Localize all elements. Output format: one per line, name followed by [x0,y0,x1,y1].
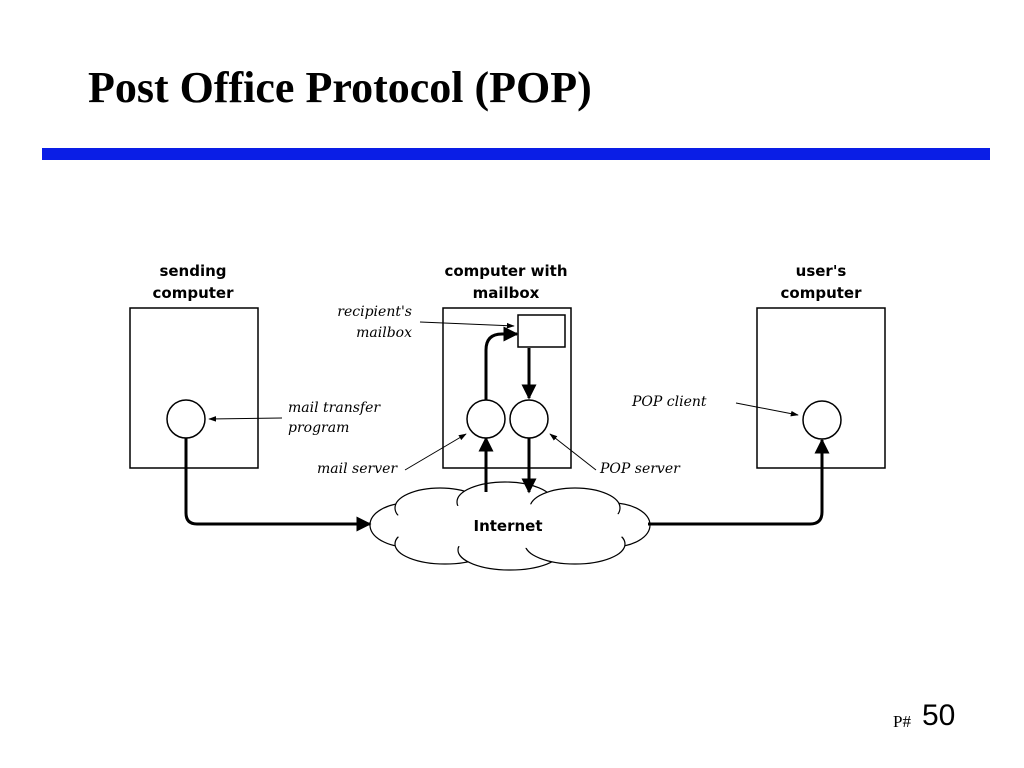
sending-computer-label: sending [159,262,226,280]
sending-computer-label-2: computer [153,284,235,302]
pointer-mail-server [404,433,467,471]
mail-transfer-program-circle [166,399,206,439]
pop-server-label: POP server [599,461,681,477]
mail-server-label: mail server [317,461,398,477]
recipients-mailbox-box [517,314,566,348]
mailbox-computer-box [442,307,572,469]
path-internet-to-pop-client [648,438,830,526]
page-title: Post Office Protocol (POP) [88,63,592,112]
mail-server-circle [466,399,506,439]
pop-server-circle [509,399,549,439]
page-number: 50 [922,699,956,732]
pointer-mailbox [419,321,515,329]
pop-client-circle [802,400,842,440]
sending-computer-box [129,307,259,469]
path-mail-server-to-mailbox [484,326,519,400]
pointer-pop-client [735,402,799,417]
path-sender-to-internet [184,438,372,532]
mail-transfer-program-label: mail transfer [288,400,381,416]
pointer-pop-server [549,433,597,471]
mailbox-computer-label-2: mailbox [473,284,540,302]
mailbox-computer-label: computer with [444,262,567,280]
users-computer-label: user's [796,262,847,280]
internet-label: Internet [473,517,542,535]
page-number-prefix: P# [893,712,911,731]
pointer-mail-transfer-program [208,416,283,422]
mail-transfer-program-label-2: program [288,420,349,436]
pop-client-label: POP client [631,394,707,410]
recipients-mailbox-label: recipient's [337,304,412,320]
recipients-mailbox-label-2: mailbox [356,325,412,341]
users-computer-label-2: computer [781,284,863,302]
title-divider [42,148,990,160]
